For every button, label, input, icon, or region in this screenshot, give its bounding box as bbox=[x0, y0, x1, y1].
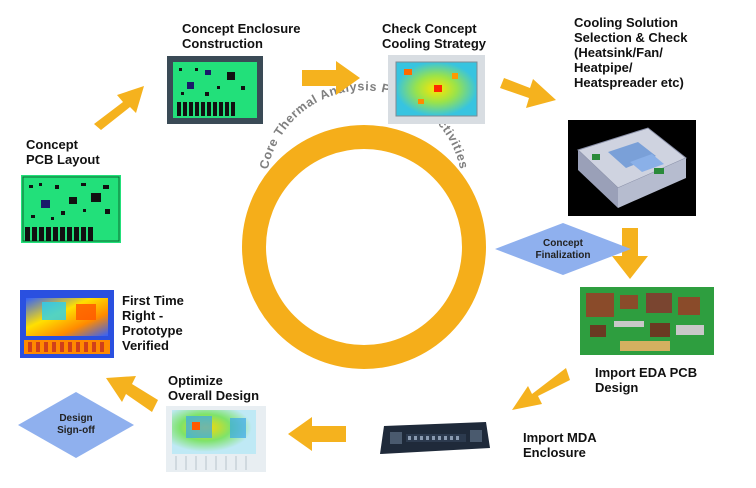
step-cooling-strategy-label: Check Concept Cooling Strategy bbox=[382, 21, 487, 51]
step-enclosure-label: Concept Enclosure Construction bbox=[182, 21, 301, 51]
arrow-cooling-to-solution bbox=[500, 78, 556, 108]
arrow-solution-to-eda bbox=[612, 228, 648, 279]
step-import-mda-label: Import MDA Enclosure bbox=[523, 430, 597, 460]
mda-enclosure-thumbnail bbox=[380, 422, 490, 454]
arrow-pcb-to-enclosure bbox=[94, 86, 144, 130]
step-first-time-right-label: First Time Right - Prototype Verified bbox=[122, 293, 184, 353]
prototype-thumbnail bbox=[20, 290, 114, 358]
concept-finalization-label: Concept Finalization bbox=[535, 238, 591, 261]
arrow-mda-to-optimize bbox=[288, 417, 346, 451]
concept-finalization-diamond bbox=[495, 223, 631, 275]
step-cooling-solution-label: Cooling Solution Selection & Check (Heat… bbox=[574, 15, 688, 90]
pcb-layout-thumbnail bbox=[21, 175, 121, 243]
step-concept-pcb-layout-label: Concept PCB Layout bbox=[26, 137, 100, 167]
eda-pcb-thumbnail bbox=[580, 287, 714, 355]
step-import-eda-label: Import EDA PCB Design bbox=[595, 365, 698, 395]
design-signoff-diamond bbox=[18, 392, 134, 458]
cooling-solution-thumbnail bbox=[568, 120, 696, 216]
design-signoff-label: Design Sign-off bbox=[57, 413, 95, 436]
arrow-optimize-to-firsttime bbox=[106, 376, 158, 412]
optimize-thumbnail bbox=[166, 406, 266, 472]
ring-circle bbox=[242, 125, 486, 369]
arrow-enclosure-to-cooling bbox=[302, 61, 360, 95]
step-optimize-label: Optimize Overall Design bbox=[168, 373, 260, 403]
arrow-eda-to-mda bbox=[512, 368, 570, 410]
cooling-strategy-thumbnail bbox=[388, 55, 485, 124]
enclosure-thumbnail bbox=[167, 56, 263, 124]
